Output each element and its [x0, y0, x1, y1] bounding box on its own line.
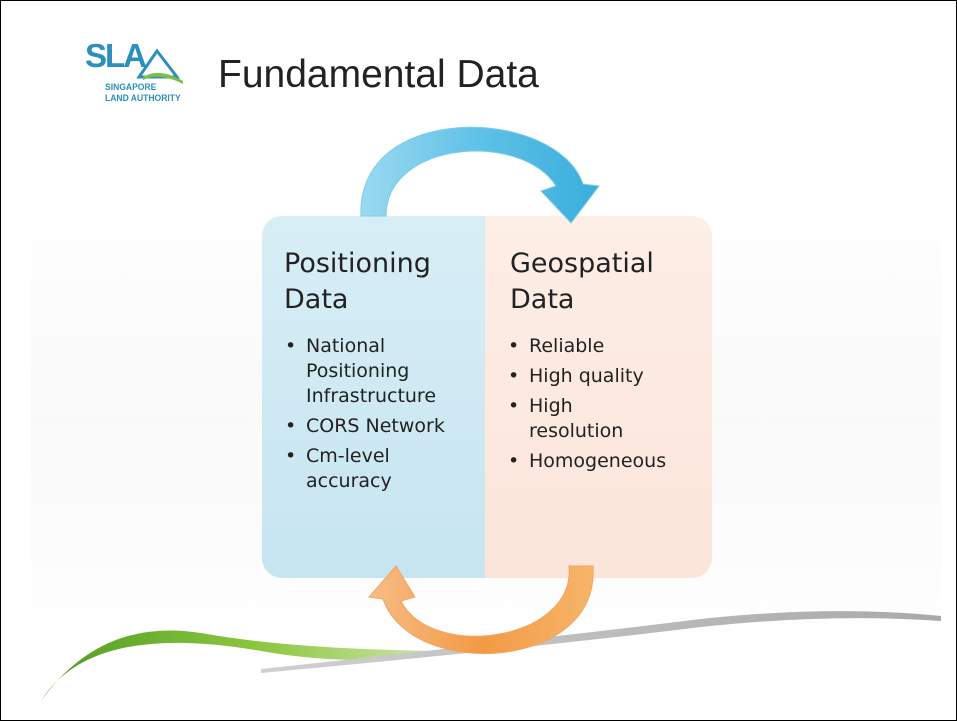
- list-item: •CORS Network: [285, 415, 445, 437]
- positioning-bullet-list: •National Positioning Infrastructure •CO…: [284, 334, 466, 499]
- logo-line-1: SINGAPORE: [105, 82, 157, 93]
- grey-swoosh: [261, 611, 941, 673]
- geospatial-title-line-2: Data: [510, 284, 575, 315]
- list-item: •Reliable: [508, 335, 605, 357]
- positioning-data-title: Positioning Data: [284, 246, 431, 318]
- page-title: Fundamental Data: [218, 53, 539, 96]
- logo-mark: [136, 48, 183, 84]
- geospatial-bullet-list: •Reliable •High quality •High resolution…: [507, 334, 666, 479]
- logo-line-2: LAND AUTHORITY: [105, 93, 181, 104]
- positioning-data-box: Positioning Data •National Positioning I…: [262, 216, 496, 578]
- list-item: •High resolution: [508, 395, 624, 442]
- list-item: •Cm-level accuracy: [285, 445, 392, 492]
- green-swoosh: [41, 630, 471, 701]
- list-item: •Homogeneous: [508, 450, 667, 472]
- logo-abbr: SLA: [85, 37, 147, 74]
- list-item: •National Positioning Infrastructure: [285, 335, 437, 407]
- positioning-title-line-1: Positioning: [284, 248, 431, 279]
- positioning-title-line-2: Data: [284, 284, 349, 315]
- sla-logo: SLA SINGAPORE LAND AUTHORITY: [79, 37, 189, 107]
- geospatial-data-box: Geospatial Data •Reliable •High quality …: [485, 216, 712, 578]
- list-item: •High quality: [508, 365, 644, 387]
- geospatial-title-line-1: Geospatial: [510, 248, 654, 279]
- geospatial-data-title: Geospatial Data: [510, 246, 654, 318]
